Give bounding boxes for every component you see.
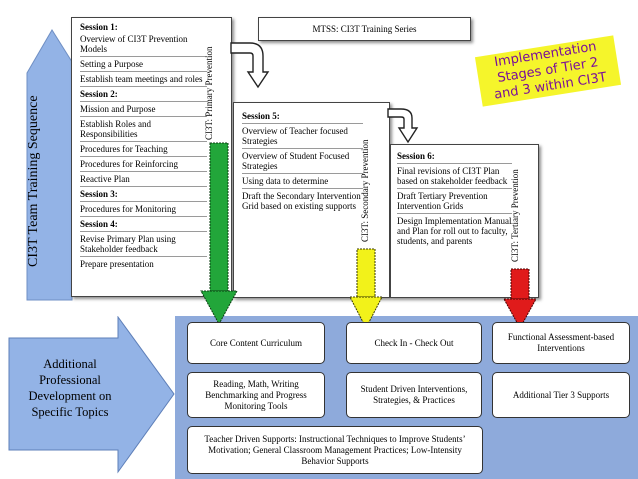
session-item: Establish Roles and Responsibilities xyxy=(80,119,151,139)
session-item: Reactive Plan xyxy=(80,174,130,184)
tertiary-prevention-label: CI3T: Tertiary Prevention xyxy=(510,169,520,262)
pd-topic-label: Additional Tier 3 Supports xyxy=(512,389,610,400)
session-item: Overview of Teacher focused Strategies xyxy=(242,126,348,146)
pd-arrow-label: Additional Professional Development on S… xyxy=(28,357,112,419)
session-item: Using data to determine xyxy=(242,176,329,186)
series-title-box: MTSS: CI3T Training Series xyxy=(258,17,471,41)
pd-topic-label: Student Driven Interventions, Strategies… xyxy=(360,384,468,405)
session-item: Final revisions of CI3T Plan based on st… xyxy=(397,166,508,186)
session-item: Setting a Purpose xyxy=(80,59,143,69)
pd-topic-core-content: Core Content Curriculum xyxy=(187,322,325,364)
session-6-heading: Session 6: xyxy=(397,151,435,161)
implementation-badge: Implementation Stages of Tier 2 and 3 wi… xyxy=(474,35,622,107)
pd-topic-label: Reading, Math, Writing Benchmarking and … xyxy=(205,378,307,411)
session-item: Draft Tertiary Prevention Intervention G… xyxy=(397,191,488,211)
session-5-heading: Session 5: xyxy=(242,111,280,121)
session-item: Mission and Purpose xyxy=(80,104,156,114)
session-4-heading: Session 4: xyxy=(80,219,118,229)
session-item: Overview of CI3T Prevention Models xyxy=(80,34,188,54)
session-item: Overview of Student Focused Strategies xyxy=(242,151,350,171)
session-item: Draft the Secondary Intervention Grid ba… xyxy=(242,191,361,211)
session-item: Prepare presentation xyxy=(80,259,154,269)
session-item: Procedures for Reinforcing xyxy=(80,159,178,169)
pd-topic-fba: Functional Assessment-based Intervention… xyxy=(492,322,630,364)
session-1-heading: Session 1: xyxy=(80,22,118,32)
tertiary-down-arrow xyxy=(503,268,537,330)
curved-arrow-2 xyxy=(387,108,419,144)
session-item: Procedures for Teaching xyxy=(80,144,168,154)
session-2-heading: Session 2: xyxy=(80,89,118,99)
session-item: Revise Primary Plan using Stakeholder fe… xyxy=(80,234,176,254)
secondary-prevention-label: CI3T: Secondary Prevention xyxy=(360,139,370,242)
session-3-heading: Session 3: xyxy=(80,189,118,199)
pd-topic-label: Teacher Driven Supports: Instructional T… xyxy=(204,433,466,466)
pd-topic-check-in: Check In - Check Out xyxy=(346,322,482,364)
session-item: Establish team meetings and roles xyxy=(80,74,203,84)
series-title: MTSS: CI3T Training Series xyxy=(312,24,417,34)
pd-topic-label: Core Content Curriculum xyxy=(210,337,302,348)
session-item: Procedures for Monitoring xyxy=(80,204,176,214)
training-sequence-label: CI3T Team Training Sequence xyxy=(26,95,41,267)
secondary-down-arrow xyxy=(349,248,383,330)
pd-topic-label: Functional Assessment-based Intervention… xyxy=(507,332,615,353)
primary-down-arrow xyxy=(200,142,238,326)
pd-topic-student-driven: Student Driven Interventions, Strategies… xyxy=(346,372,482,418)
pd-topic-teacher-driven: Teacher Driven Supports: Instructional T… xyxy=(187,426,483,474)
pd-topic-tier3: Additional Tier 3 Supports xyxy=(492,372,630,418)
session-item: Design Implementation Manual and Plan fo… xyxy=(397,216,512,246)
pd-topic-reading-math: Reading, Math, Writing Benchmarking and … xyxy=(187,372,325,418)
pd-topic-label: Check In - Check Out xyxy=(374,337,454,348)
session-1-box: Session 1: Overview of CI3T Prevention M… xyxy=(71,17,232,297)
pd-arrow xyxy=(8,316,175,474)
curved-arrow-1 xyxy=(230,42,270,89)
primary-prevention-label: CI3T: Primary Prevention xyxy=(204,46,214,140)
